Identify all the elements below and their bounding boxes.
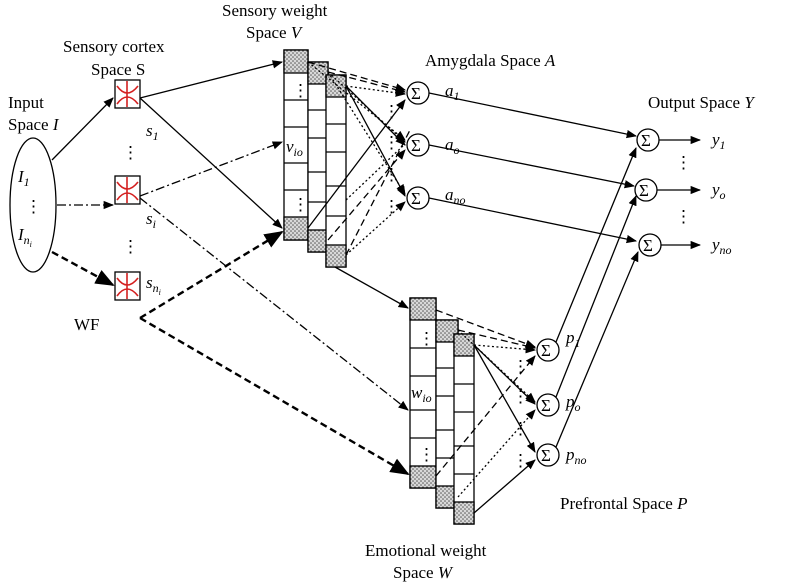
sensory-vdots-1: ⋮ [122, 143, 139, 162]
input-vdots: ⋮ [25, 197, 42, 216]
svg-text:Sensory weight: Sensory weight [222, 1, 328, 20]
link-si-v [139, 141, 283, 197]
link-input-sn [51, 250, 115, 287]
link-s1-v-bottom [139, 97, 283, 229]
link-si-w [139, 197, 409, 411]
svg-text:Space W: Space W [393, 563, 454, 582]
emotional-weight-wio-label: wio [411, 383, 432, 405]
link-pno-yno [555, 251, 639, 448]
sensory-weight-vdots: ⋮ [292, 81, 309, 100]
link-ano-yno [428, 197, 638, 244]
svg-text:Σ: Σ [641, 131, 651, 150]
link-v-w [334, 266, 409, 309]
sensory-weight-matrix-col1 [283, 49, 309, 241]
output-vdots-1: ⋮ [675, 153, 692, 172]
svg-text:Σ: Σ [541, 341, 551, 360]
svg-text:Σ: Σ [411, 136, 421, 155]
emotional-weight-matrix-col2 [435, 319, 459, 509]
sensory-vdots-2: ⋮ [122, 237, 139, 256]
amygdala-node-ano: Σ [406, 186, 430, 210]
prefrontal-vdots-1: ⋮ [512, 357, 529, 376]
output-node-yno: Σ [638, 233, 662, 257]
wf-label: WF [74, 315, 100, 334]
prefrontal-node-po: Σ [536, 393, 560, 417]
emotional-weight-vdots: ⋮ [418, 329, 435, 348]
link-po-yo [555, 195, 637, 398]
output-yno-label: yno [710, 235, 732, 257]
amygdala-node-a1: Σ [406, 81, 430, 105]
sensory-sn-label: sni [146, 273, 161, 297]
prefrontal-space-title: Prefrontal Space P [560, 494, 687, 513]
prefrontal-node-p1: Σ [536, 338, 560, 362]
sensory-si-label: si [146, 209, 156, 231]
sensory-s1-label: s1 [146, 121, 159, 143]
sensory-weight-vdots-2: ⋮ [292, 195, 309, 214]
sensory-weight-vio-label: vio [286, 137, 303, 159]
links-v-w-cross [345, 129, 411, 256]
prefrontal-vdots-4: ⋮ [512, 451, 529, 470]
svg-text:Space I: Space I [8, 115, 60, 134]
link-ao-yo [428, 144, 636, 189]
svg-text:Sensory cortex: Sensory cortex [63, 37, 165, 56]
output-node-yo: Σ [634, 178, 658, 202]
svg-text:Space V: Space V [246, 23, 304, 42]
svg-text:Σ: Σ [411, 189, 421, 208]
sensory-cortex-title: Sensory cortex Space S [63, 37, 165, 79]
input-space-ellipse [9, 137, 57, 273]
emotional-weight-vdots-2: ⋮ [418, 445, 435, 464]
prefrontal-pno-label: pno [565, 445, 587, 467]
amygdala-vdots-1: ⋮ [383, 102, 400, 121]
svg-text:Space S: Space S [91, 60, 145, 79]
prefrontal-po-label: po [565, 392, 581, 414]
svg-text:Σ: Σ [541, 396, 551, 415]
svg-text:Emotional weight: Emotional weight [365, 541, 487, 560]
prefrontal-vdots-3: ⋮ [512, 419, 529, 438]
amygdala-node-ao: Σ [406, 133, 430, 157]
svg-text:Σ: Σ [639, 181, 649, 200]
svg-text:Σ: Σ [643, 236, 653, 255]
link-sn-v [139, 230, 284, 320]
sensory-neuron-n [114, 271, 141, 301]
svg-text:Input: Input [8, 93, 44, 112]
amygdala-ao-label: ao [445, 135, 460, 157]
sensory-neuron-i [114, 175, 141, 205]
svg-text:Σ: Σ [411, 84, 421, 103]
input-in-label: Ini [17, 225, 32, 249]
sensory-weight-title: Sensory weight Space V [222, 1, 328, 42]
prefrontal-node-pno: Σ [536, 443, 560, 467]
links-w-prefrontal [435, 309, 537, 514]
sensory-neuron-1 [114, 79, 141, 109]
amygdala-vdots-4: ⋮ [383, 197, 400, 216]
emotional-weight-matrix-col3 [453, 333, 475, 525]
input-space-title: Input Space I [8, 93, 60, 134]
emotional-weight-title: Emotional weight Space W [365, 541, 487, 582]
amygdala-space-title: Amygdala Space A [425, 51, 556, 70]
output-vdots-2: ⋮ [675, 207, 692, 226]
output-yo-label: yo [710, 180, 726, 202]
link-p1-y1 [555, 147, 637, 343]
link-s1-v-top [139, 60, 284, 99]
svg-text:Σ: Σ [541, 446, 551, 465]
sensory-weight-matrix-col2 [307, 61, 329, 253]
links-v-amygdala [307, 61, 407, 256]
output-space-title: Output Space Y [648, 93, 755, 112]
prefrontal-p1-label: p1 [565, 328, 581, 350]
output-y1-label: y1 [710, 130, 726, 152]
link-sn-w [139, 316, 410, 476]
input-i1-label: I1 [17, 167, 30, 189]
output-node-y1: Σ [636, 128, 660, 152]
amygdala-a1-label: a1 [445, 81, 460, 103]
amygdala-vdots-2: ⋮ [383, 133, 400, 152]
link-a1-y1 [428, 92, 638, 139]
link-input-s1 [51, 97, 114, 161]
